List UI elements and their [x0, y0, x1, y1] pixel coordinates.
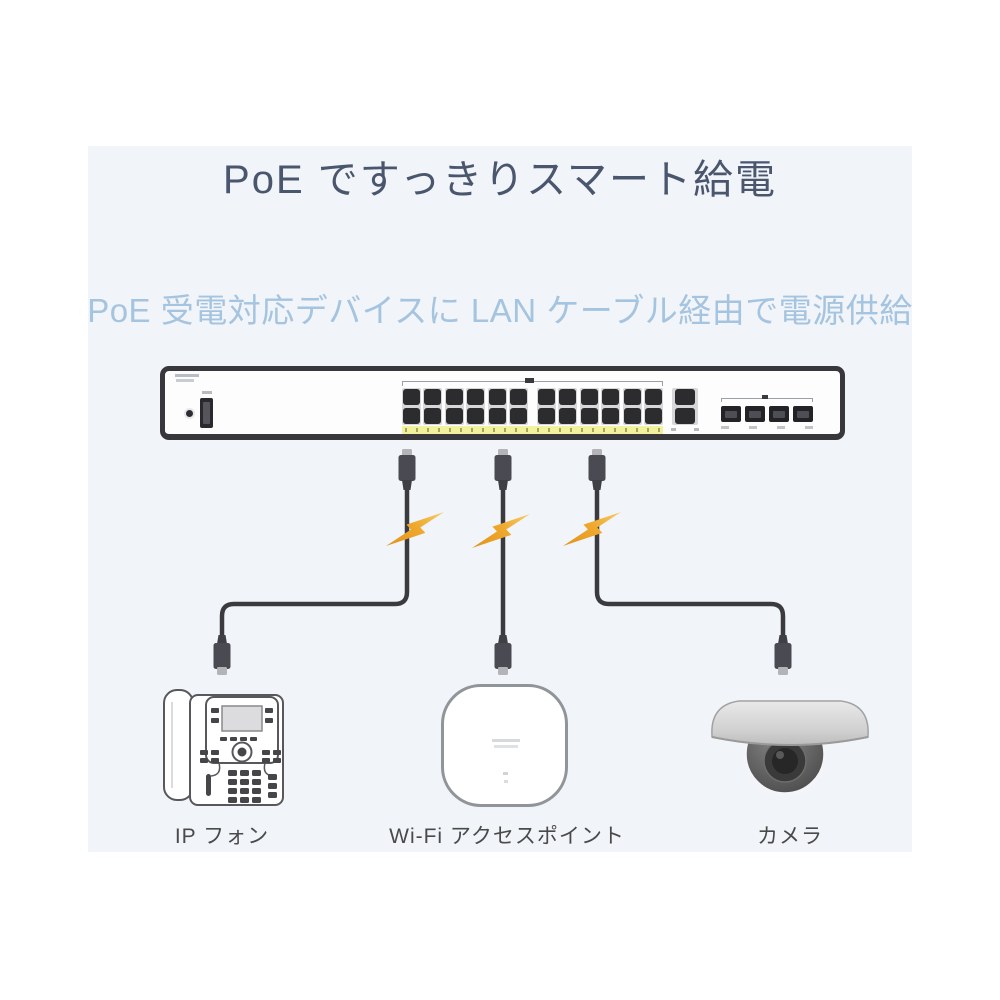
sfp-group-glyph	[762, 395, 768, 399]
rj45-connector-icon	[588, 449, 606, 490]
sfp-port-icon	[793, 406, 813, 422]
label-camera: カメラ	[757, 825, 823, 848]
lan-cable-left	[219, 489, 410, 637]
rj45-port-pair	[558, 388, 578, 425]
rj45-port-pair	[601, 388, 621, 425]
rj45-port-pair	[509, 388, 529, 425]
rj45-port-pair	[444, 388, 464, 425]
rj45-connector-icon	[398, 449, 416, 490]
label-wifi-access-point: Wi-Fi アクセスポイント	[389, 825, 625, 848]
lightning-bolt-icon	[471, 514, 531, 548]
port-group-glyph	[525, 378, 534, 383]
rj45-connector-icon	[774, 635, 792, 675]
rj45-connector-icon	[494, 449, 512, 490]
rj45-port-pair	[402, 388, 421, 425]
uplink-port-pair	[672, 388, 698, 425]
rj45-port-pair	[643, 388, 663, 425]
ap-led-dot	[503, 772, 508, 775]
switch-brand-mark	[175, 374, 199, 384]
rj45-port-pair	[466, 388, 486, 425]
phone-screen	[221, 705, 263, 732]
rj45-port-pair	[579, 388, 599, 425]
usb-port-icon	[200, 398, 213, 428]
sfp-port-icon	[769, 406, 789, 422]
rj45-port-pair	[622, 388, 642, 425]
dome-camera-icon	[711, 700, 869, 796]
lightning-bolt-icon	[385, 512, 445, 546]
ap-logo-mark	[494, 745, 518, 748]
rj45-connector-icon	[494, 635, 512, 675]
sfp-port-icon	[745, 406, 765, 422]
page-subtitle: PoE 受電対応デバイスに LAN ケーブル経由で電源供給	[87, 292, 913, 329]
ap-logo-mark	[492, 739, 520, 742]
sfp-port-row	[721, 406, 813, 422]
sfp-port-labels	[721, 426, 813, 429]
usb-port-label-mark	[202, 391, 212, 394]
network-switch-icon	[160, 366, 845, 440]
ip-phone-icon	[163, 689, 284, 806]
uplink-port-labels	[671, 428, 699, 431]
lightning-bolt-icon	[562, 512, 622, 546]
rj45-port-pair	[536, 388, 556, 425]
page-title: PoE ですっきりスマート給電	[223, 158, 777, 202]
rj45-port-pair	[423, 388, 443, 425]
ethernet-port-block	[402, 388, 663, 425]
switch-led-icon	[186, 410, 193, 417]
phone-handset	[163, 689, 194, 801]
poe-port-label-strip	[402, 426, 663, 434]
camera-hood	[711, 700, 869, 746]
label-ip-phone: IP フォン	[174, 825, 270, 848]
lan-cable-right	[594, 489, 786, 637]
sfp-port-icon	[721, 406, 741, 422]
wifi-access-point-icon	[441, 684, 568, 807]
ap-led-dot	[504, 780, 508, 783]
rj45-port-pair	[487, 388, 507, 425]
rj45-connector-icon	[213, 635, 231, 675]
phone-volume-bar	[206, 774, 211, 796]
